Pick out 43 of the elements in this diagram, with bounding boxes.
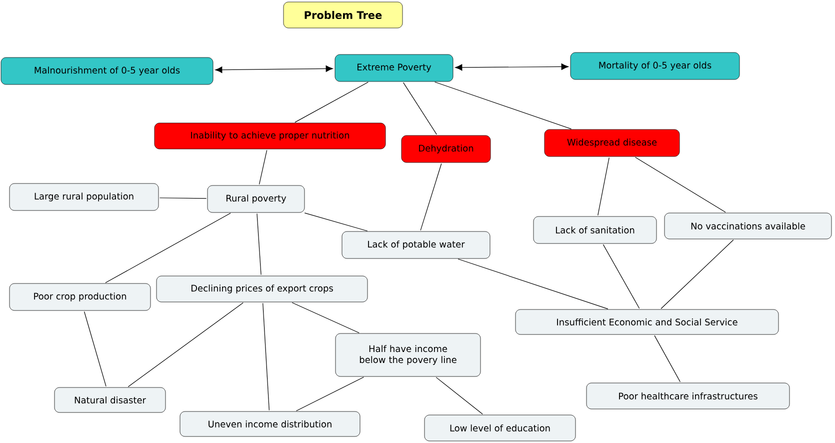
cause-box: Dehydration: [401, 135, 491, 163]
connector-line: [304, 212, 368, 232]
cause-box: Lack of sanitation: [533, 216, 657, 244]
effect-box: Mortality of 0-5 year olds: [570, 52, 740, 80]
connector-line: [602, 244, 640, 309]
cause-box: Natural disaster: [54, 387, 166, 413]
connector-line: [258, 150, 268, 185]
connector-line: [262, 302, 270, 411]
cause-box: Uneven income distribution: [180, 411, 360, 437]
cause-box: Rural poverty: [207, 185, 305, 213]
connector-line: [105, 212, 231, 284]
connector-line: [436, 377, 483, 414]
effect-box: Malnourishment of 0-5 year olds: [0, 57, 214, 85]
cause-box: Inability to achieve proper nutrition: [154, 122, 386, 150]
connector-line: [434, 82, 572, 130]
title-box: Problem Tree: [283, 2, 403, 28]
connector-line: [634, 156, 726, 213]
connector-line: [292, 302, 360, 334]
arrow: [214, 65, 334, 74]
cause-box: Poor crop production: [9, 283, 151, 311]
arrow: [454, 63, 569, 71]
cause-box: Insufficient Economic and Social Service: [515, 309, 779, 335]
connector-line: [294, 82, 368, 123]
connector-line: [296, 376, 364, 412]
effect-box: Extreme Poverty: [334, 54, 454, 82]
connector-line: [403, 82, 437, 135]
cause-box: Half have income below the povery line: [335, 333, 481, 377]
connector-line: [256, 213, 262, 276]
connector-line: [84, 311, 106, 387]
cause-box: Widespread disease: [544, 129, 680, 157]
connector-line: [128, 302, 244, 387]
cause-box: Poor healthcare infrastructures: [586, 382, 790, 410]
cause-box: Large rural population: [9, 183, 159, 211]
connector-line: [159, 198, 207, 199]
connector-line: [660, 240, 734, 309]
connector-line: [458, 258, 608, 310]
cause-box: Lack of potable water: [342, 231, 490, 259]
connector-line: [598, 157, 610, 216]
cause-box: Low level of education: [424, 414, 576, 442]
cause-box: No vaccinations available: [664, 212, 832, 240]
connector-line: [654, 335, 680, 382]
connector-line: [420, 163, 442, 231]
cause-box: Declining prices of export crops: [156, 276, 368, 302]
